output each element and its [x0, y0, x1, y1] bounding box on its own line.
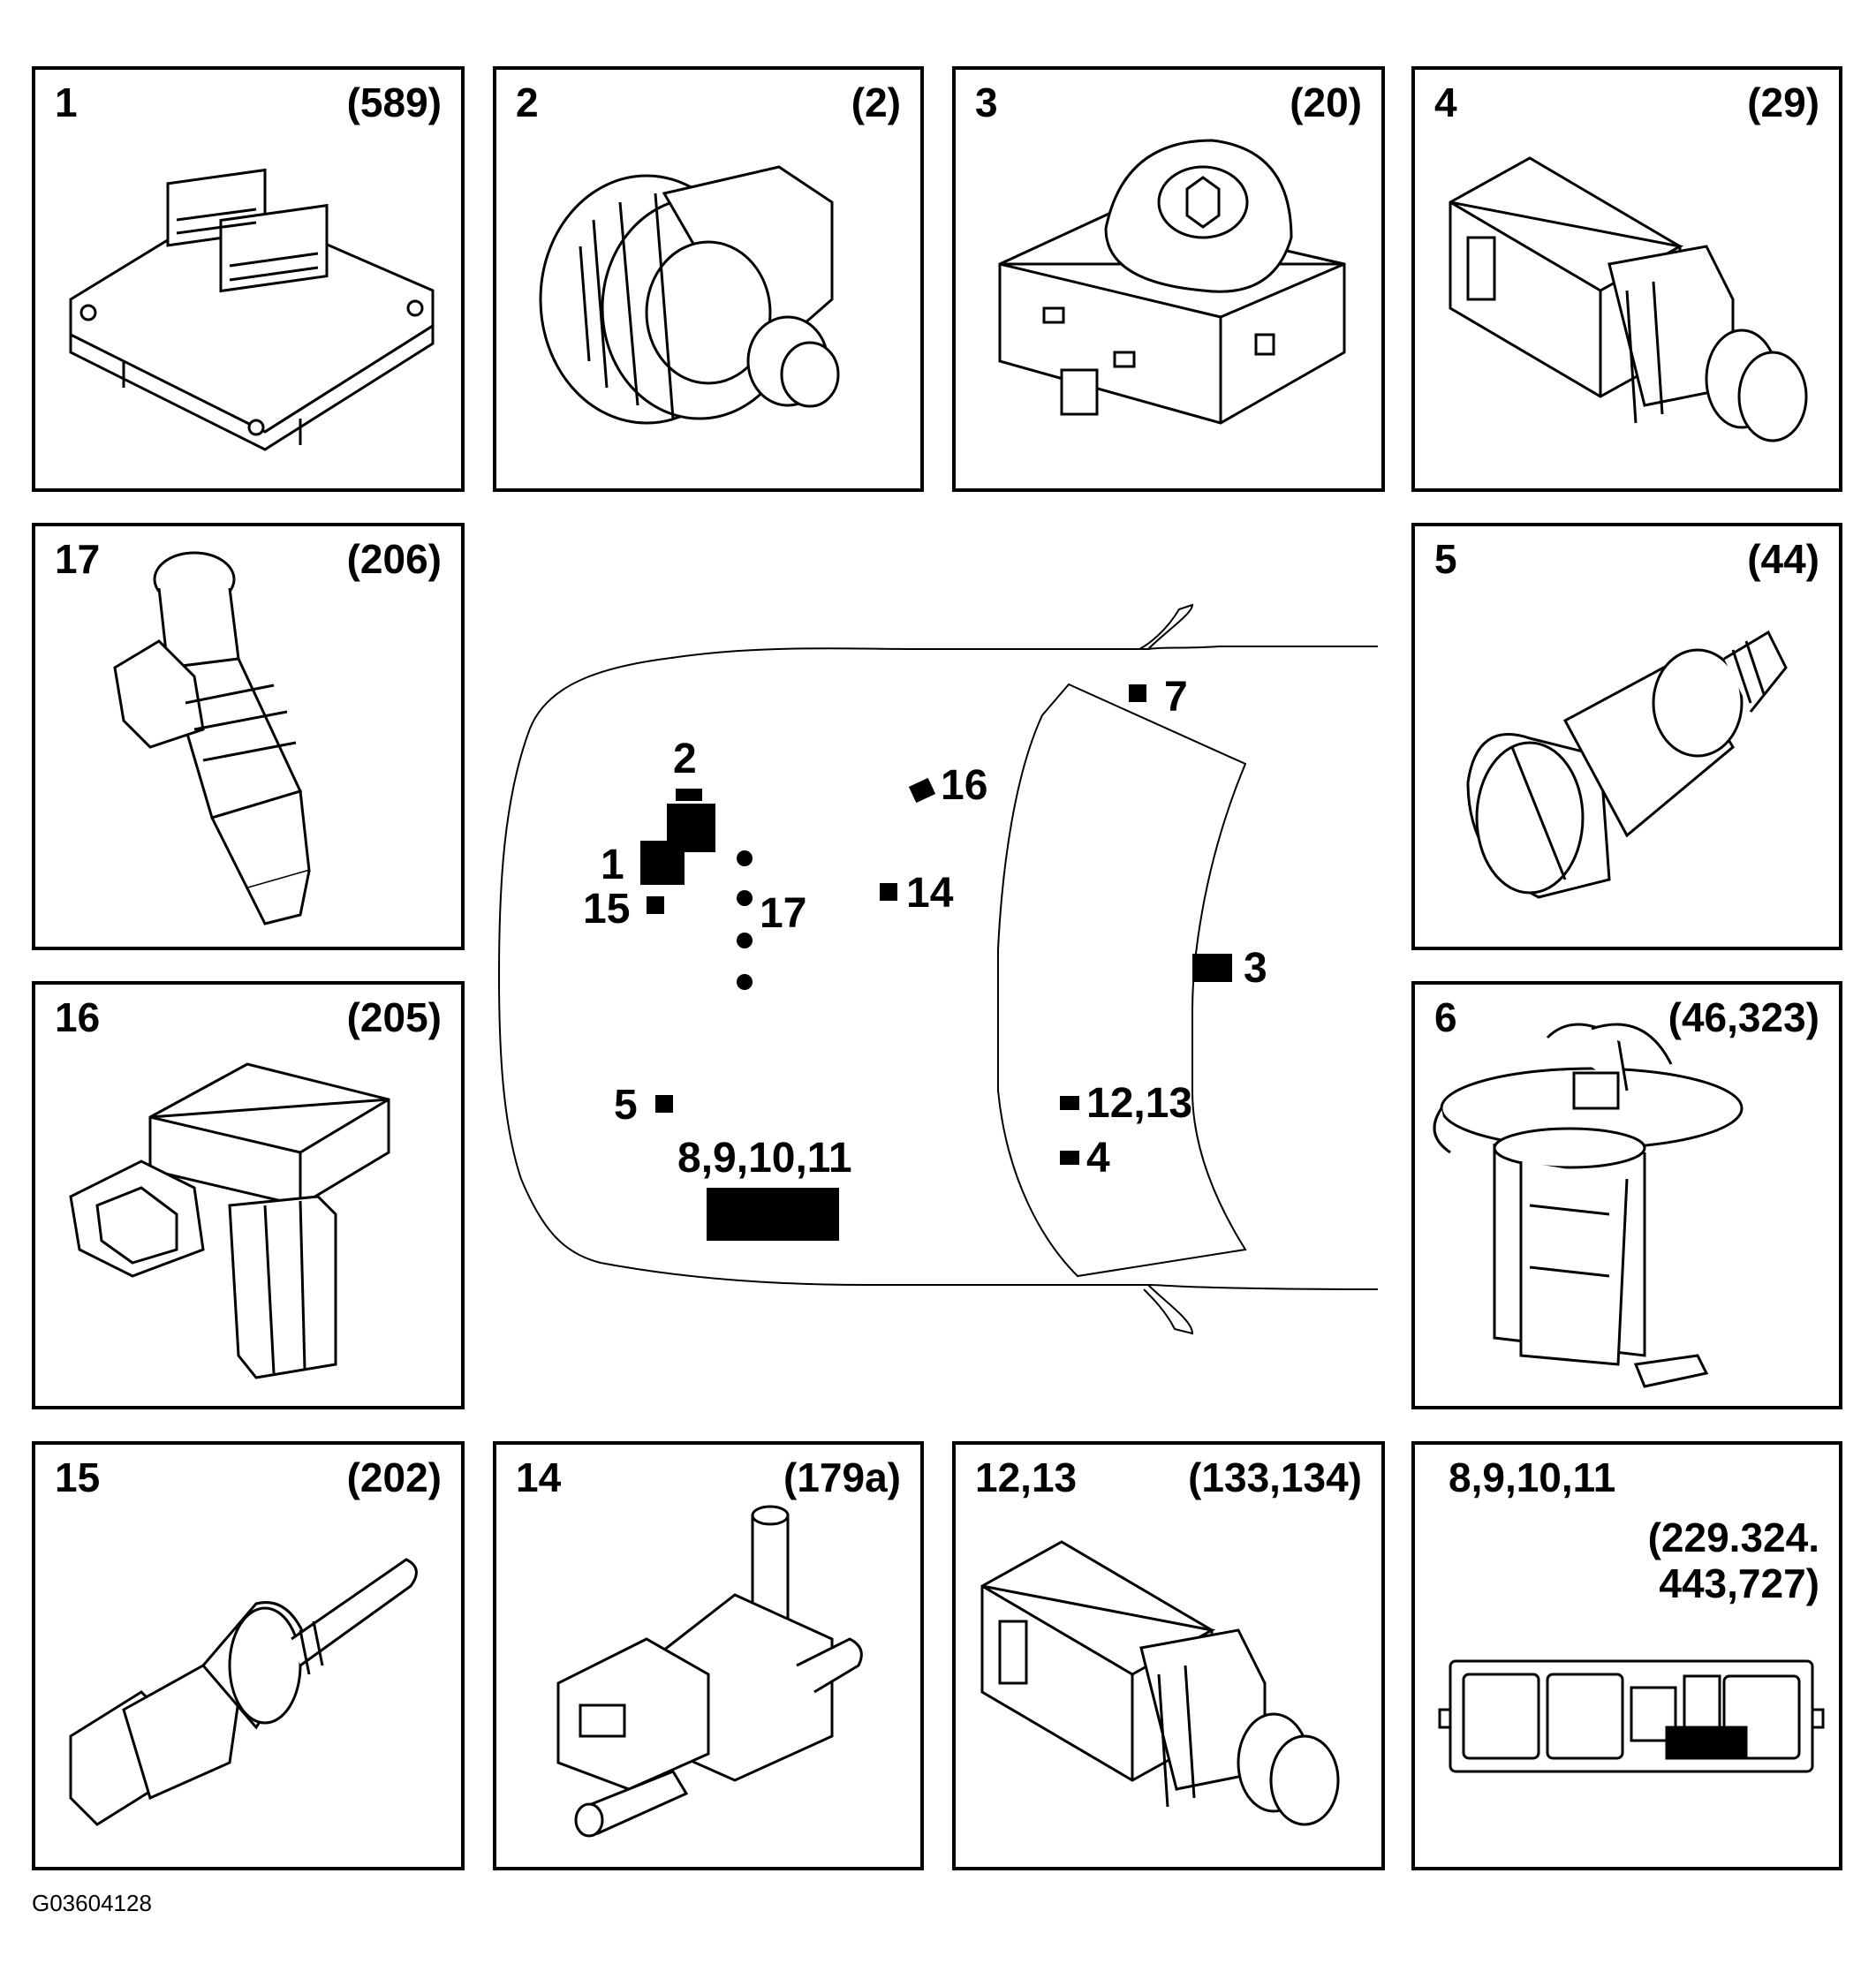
panel-reference: (133,134) — [1188, 1454, 1362, 1500]
marker-1 — [640, 841, 685, 885]
temperature-sensor-icon — [35, 1445, 468, 1874]
label-4: 4 — [1086, 1135, 1110, 1182]
vehicle-body-outline — [497, 646, 1378, 1290]
panel-reference: (205) — [346, 994, 442, 1040]
fuel-injector-icon — [35, 526, 468, 954]
windshield — [997, 683, 1247, 1278]
panel-reference: (44) — [1747, 536, 1819, 582]
panel-air-mass-meter: 16 (205) — [32, 981, 465, 1409]
panel-number: 6 — [1434, 994, 1457, 1040]
label-2: 2 — [673, 736, 697, 782]
label-12-13: 12,13 — [1086, 1080, 1192, 1127]
panel-reference: (179a) — [783, 1454, 901, 1500]
label-16: 16 — [941, 762, 987, 809]
air-mass-meter-icon — [35, 985, 468, 1413]
panel-reference: (229.324.443,727) — [1647, 1514, 1819, 1606]
panel-number: 1 — [55, 79, 78, 125]
label-3: 3 — [1244, 945, 1267, 992]
marker-17-d — [737, 974, 753, 990]
panel-reference: (29) — [1747, 79, 1819, 125]
marker-2-top — [676, 789, 702, 801]
panel-reference: (20) — [1290, 79, 1362, 125]
panel-reference: (46,323) — [1668, 994, 1819, 1040]
panel-fuel-pump: 6 (46,323) — [1411, 981, 1842, 1409]
mirror-bottom — [1143, 1284, 1194, 1335]
marker-17-c — [737, 933, 753, 948]
label-7: 7 — [1164, 674, 1188, 721]
label-15: 15 — [583, 886, 630, 933]
panel-reference-line-1: (229.324. — [1647, 1514, 1819, 1560]
label-8-11: 8,9,10,11 — [677, 1135, 852, 1182]
panel-reference: (206) — [346, 536, 442, 582]
marker-4 — [1060, 1151, 1079, 1165]
panel-number: 3 — [975, 79, 998, 125]
panel-pressure-sensor: 5 (44) — [1411, 523, 1842, 950]
panel-reference: (202) — [346, 1454, 442, 1500]
marker-16 — [908, 777, 936, 804]
panel-relay-box: 8,9,10,11 (229.324.443,727) — [1411, 1441, 1842, 1870]
panel-pedal-switch: 4 (29) — [1411, 66, 1842, 492]
panel-brake-light-switch: 12,13 (133,134) — [952, 1441, 1385, 1870]
marker-17-b — [737, 890, 753, 906]
engine-control-module-icon — [35, 70, 468, 495]
mirror-top — [1138, 603, 1194, 650]
marker-12-13 — [1060, 1096, 1079, 1110]
panel-number: 2 — [516, 79, 539, 125]
panel-number: 5 — [1434, 536, 1457, 582]
panel-reference-line-2: 443,727) — [1659, 1560, 1819, 1606]
panel-number: 8,9,10,11 — [1449, 1454, 1616, 1500]
marker-3 — [1192, 954, 1232, 982]
marker-5 — [655, 1095, 673, 1113]
panel-ignition-switch: 3 (20) — [952, 66, 1385, 492]
panel-temperature-sensor: 15 (202) — [32, 1441, 465, 1870]
marker-14 — [880, 883, 897, 901]
pedal-switch-icon — [1415, 70, 1846, 495]
marker-8-11 — [707, 1188, 839, 1241]
figure-id: G03604128 — [32, 1890, 152, 1916]
panel-number: 15 — [55, 1454, 101, 1500]
marker-17-a — [737, 850, 753, 866]
panel-number: 12,13 — [975, 1454, 1078, 1500]
marker-7 — [1129, 684, 1146, 702]
panel-solenoid-valve: 14 (179a) — [493, 1441, 924, 1870]
panel-number: 4 — [1434, 79, 1457, 125]
generator-icon — [496, 70, 927, 495]
ignition-switch-icon — [956, 70, 1388, 495]
solenoid-valve-icon — [496, 1445, 927, 1874]
panel-number: 14 — [516, 1454, 562, 1500]
vehicle-location-diagram: 7 2 16 1 15 17 14 3 5 12,13 4 8,9,10,11 — [497, 603, 1378, 1335]
panel-engine-control-module: 1 (589) — [32, 66, 465, 492]
panel-generator: 2 (2) — [493, 66, 924, 492]
panel-fuel-injector: 17 (206) — [32, 523, 465, 950]
panel-number: 16 — [55, 994, 101, 1040]
fuel-pump-icon — [1415, 985, 1846, 1413]
label-5: 5 — [614, 1082, 638, 1129]
panel-reference: (2) — [851, 79, 901, 125]
label-14: 14 — [906, 870, 954, 917]
label-1: 1 — [601, 842, 624, 888]
panel-reference: (589) — [346, 79, 442, 125]
relay-box-icon — [1415, 1445, 1846, 1874]
brake-light-switch-icon — [956, 1445, 1388, 1874]
pressure-sensor-icon — [1415, 526, 1846, 954]
marker-15 — [647, 896, 664, 914]
label-17: 17 — [760, 890, 806, 937]
panel-number: 17 — [55, 536, 101, 582]
